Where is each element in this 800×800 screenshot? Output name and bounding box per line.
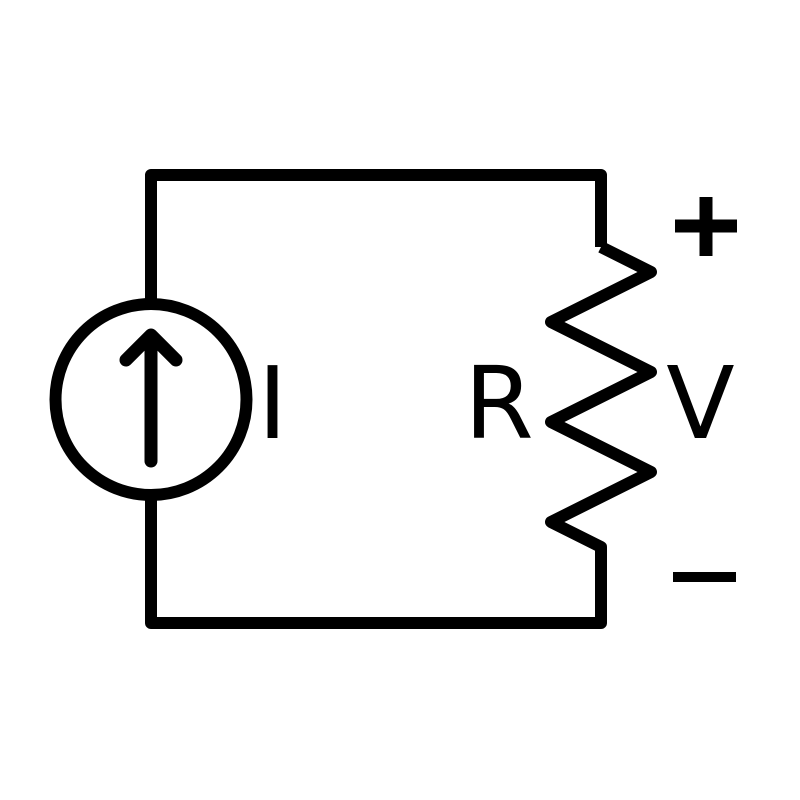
resistor-zigzag [145, 241, 657, 629]
current-source-circle [49, 298, 253, 501]
wire-top [145, 169, 607, 302]
current-arrow-icon [119, 328, 183, 468]
current-source-label: I [258, 345, 288, 462]
label-group: I R V [258, 345, 735, 462]
current-arrow-head [119, 328, 183, 367]
resistor-label: R [464, 345, 533, 462]
voltage-label: V [666, 345, 734, 462]
plus-sign-icon [675, 197, 737, 256]
wire-group [49, 169, 737, 629]
